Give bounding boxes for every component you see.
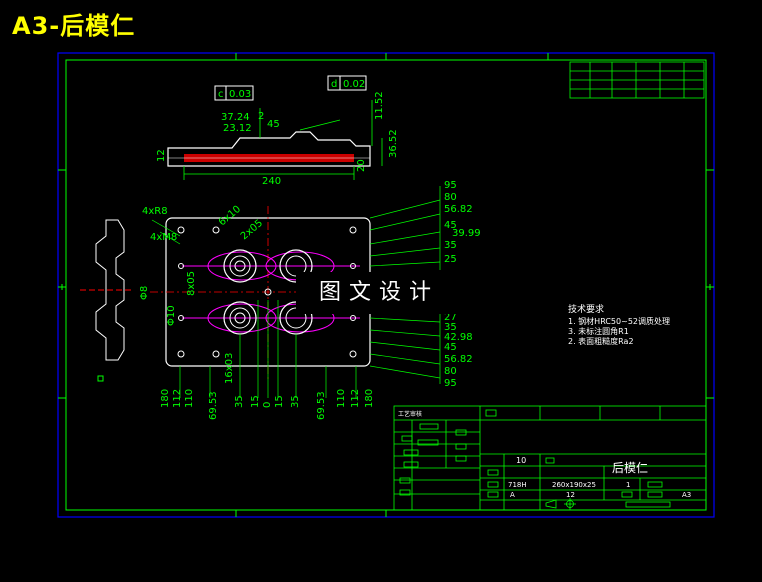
- notes-heading: 技术要求: [568, 303, 604, 315]
- side-view-outline: [167, 131, 371, 167]
- bottom-dim-0: 180: [160, 389, 171, 408]
- callout-8x05: 8x05: [186, 271, 197, 296]
- right-dim-8: 35: [444, 322, 457, 333]
- notes-line-3: 2. 表面粗糙度Ra2: [568, 336, 634, 346]
- callout-phi10: Φ10: [166, 305, 177, 326]
- left-profile-view: [80, 219, 134, 382]
- right-dim-0: 95: [444, 180, 457, 191]
- title-block-size: 260x190x25: [552, 481, 596, 489]
- bottom-dim-7: 15: [274, 395, 285, 408]
- dim-top-left-a: 37.24: [221, 112, 250, 123]
- sheet-title: A3-后模仁: [12, 12, 136, 40]
- title-block-material: 718H: [508, 481, 527, 489]
- dim-left-diameter: Φ8: [139, 286, 150, 300]
- right-dim-5: 35: [444, 240, 457, 251]
- bottom-dim-6: 0: [262, 402, 273, 408]
- title-block-grade: A: [510, 491, 515, 499]
- title-block-text: 工艺审核 10 后模仁 718H 260x190x25 1 A 12 A3: [398, 410, 691, 499]
- bottom-dim-3: 69.53: [208, 391, 219, 420]
- tolerance-value-d: 0.02: [343, 79, 365, 90]
- bottom-dim-5: 15: [250, 395, 261, 408]
- right-dim-9: 42.98: [444, 332, 473, 343]
- dim-left-height: 12: [156, 149, 167, 162]
- title-block: [393, 405, 707, 511]
- callout-2x05: 2x05: [239, 218, 265, 243]
- bottom-dim-row: 180 112 110 69.53 35 15 0 15 35 69.53 11…: [160, 389, 375, 420]
- right-dim-4: 39.99: [452, 228, 481, 239]
- right-dim-10: 45: [444, 342, 457, 353]
- callout-6x10: 6x10: [217, 204, 243, 229]
- dim-angle-b: 45: [267, 119, 280, 130]
- right-dim-6: 25: [444, 254, 457, 265]
- title-block-sheet-size: A3: [682, 491, 691, 499]
- right-dim-column: 95 80 56.82 45 39.99 35 25 27 35 42.98 4…: [444, 180, 481, 389]
- bottom-dim-11: 112: [350, 389, 361, 408]
- dim-slot: 11.52: [374, 91, 385, 120]
- right-dim-3: 45: [444, 220, 457, 231]
- hole-callouts: 4xR8 4xM8 6x10 8x05 2x05 Φ10 16x03: [142, 204, 265, 384]
- callout-16x03: 16x03: [224, 353, 235, 384]
- right-dim-7: 27: [444, 312, 457, 323]
- right-dim-1: 80: [444, 192, 457, 203]
- bottom-dim-2: 110: [184, 389, 195, 408]
- projection-symbol: [545, 498, 576, 510]
- right-dim-2: 56.82: [444, 204, 473, 215]
- technical-notes: 技术要求 1. 钢材HRC50~52调质处理 3. 未标注圆角R1 2. 表面粗…: [568, 303, 670, 346]
- title-block-cells: [399, 409, 671, 508]
- tolerance-value-c: 0.03: [229, 89, 251, 100]
- title-block-quantity: 1: [626, 481, 630, 489]
- bottom-dim-4: 35: [234, 395, 245, 408]
- tolerance-symbol-d: d: [331, 79, 337, 90]
- bottom-dim-8: 35: [290, 395, 301, 408]
- callout-r8: 4xR8: [142, 206, 168, 217]
- watermark: 图文设计: [296, 272, 462, 314]
- bottom-dim-1: 112: [172, 389, 183, 408]
- bottom-dim-12: 180: [364, 389, 375, 408]
- title-block-sheet-no: 12: [566, 491, 575, 499]
- side-view-dims: 37.24 23.12 45 2 240 12 11.52 36.52 20: [156, 91, 399, 187]
- callout-m8: 4xM8: [150, 232, 177, 243]
- frame-ticks: [58, 53, 714, 517]
- bottom-dim-9: 69.53: [316, 391, 327, 420]
- notes-line-1: 1. 钢材HRC50~52调质处理: [568, 316, 670, 326]
- side-view: [167, 100, 383, 180]
- tolerance-frame-d: d 0.02: [327, 75, 367, 91]
- right-dim-12: 80: [444, 366, 457, 377]
- tolerance-frame-c: c 0.03: [214, 85, 254, 101]
- dim-length: 240: [262, 176, 281, 187]
- title-block-header: 工艺审核: [398, 410, 422, 418]
- dim-angle-a: 2: [258, 111, 264, 122]
- title-block-part-name: 后模仁: [612, 461, 648, 475]
- revision-table: [569, 61, 705, 99]
- title-block-count: 10: [516, 456, 526, 465]
- dim-right-height: 36.52: [388, 129, 399, 158]
- notes-line-2: 3. 未标注圆角R1: [568, 326, 629, 336]
- bottom-dim-10: 110: [336, 389, 347, 408]
- dim-top-left-b: 23.12: [223, 123, 252, 134]
- right-dim-13: 95: [444, 378, 457, 389]
- dim-right-small: 20: [356, 159, 367, 172]
- right-dim-11: 56.82: [444, 354, 473, 365]
- tolerance-symbol-c: c: [218, 89, 224, 100]
